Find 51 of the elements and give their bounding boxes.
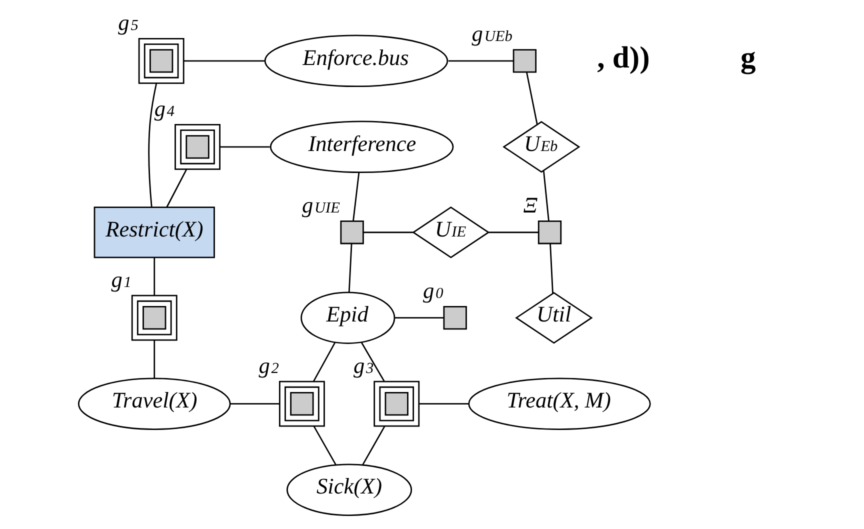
node-box bbox=[537, 220, 562, 244]
connector bbox=[488, 232, 538, 234]
node-ellipse: Epid bbox=[300, 292, 395, 344]
node-box bbox=[373, 380, 420, 427]
connector bbox=[419, 403, 468, 405]
node-label: g2 bbox=[258, 352, 278, 378]
node-ellipse: Interference bbox=[269, 120, 454, 174]
node-diamond: Util bbox=[514, 292, 592, 344]
node-label: g1 bbox=[110, 266, 131, 292]
node-diamond: UEb bbox=[502, 121, 580, 173]
label: , d)) bbox=[596, 40, 650, 74]
connector bbox=[526, 72, 538, 124]
node-ellipse: Enforce.bus bbox=[264, 34, 448, 88]
connector bbox=[362, 426, 385, 466]
node-box: Restrict(X) bbox=[93, 206, 214, 258]
node-box bbox=[174, 124, 220, 170]
node-box bbox=[138, 38, 184, 84]
connector bbox=[312, 342, 335, 382]
label: g bbox=[740, 40, 756, 74]
connector bbox=[360, 342, 384, 382]
node-box bbox=[442, 306, 466, 330]
connector bbox=[542, 170, 549, 222]
node-diamond: UIE bbox=[412, 206, 490, 258]
node-box bbox=[512, 49, 536, 73]
connector bbox=[166, 169, 187, 208]
connector bbox=[448, 60, 513, 62]
node-label: g4 bbox=[154, 96, 174, 122]
node-label: gUIE bbox=[301, 192, 340, 218]
connector bbox=[549, 244, 553, 294]
node-ellipse: Travel(X) bbox=[77, 378, 230, 430]
connector bbox=[348, 244, 352, 292]
node-label: g0 bbox=[422, 278, 443, 304]
connector bbox=[148, 83, 157, 208]
node-ellipse: Treat(X, M) bbox=[468, 378, 650, 430]
node-label: Ξ bbox=[522, 192, 538, 218]
node-label: gUEb bbox=[471, 21, 512, 46]
connector bbox=[352, 172, 360, 222]
node-box bbox=[130, 294, 177, 341]
connector bbox=[394, 317, 444, 319]
node-label: g3 bbox=[352, 352, 374, 378]
connector bbox=[183, 60, 264, 62]
connector bbox=[312, 426, 336, 466]
connector bbox=[153, 258, 155, 296]
node-box bbox=[278, 380, 324, 427]
node-label: g5 bbox=[118, 10, 138, 36]
connector bbox=[220, 146, 270, 148]
connector bbox=[362, 232, 413, 234]
node-box bbox=[340, 220, 364, 244]
connector bbox=[153, 340, 155, 378]
connector bbox=[230, 403, 280, 405]
node-ellipse: Sick(X) bbox=[286, 464, 412, 516]
